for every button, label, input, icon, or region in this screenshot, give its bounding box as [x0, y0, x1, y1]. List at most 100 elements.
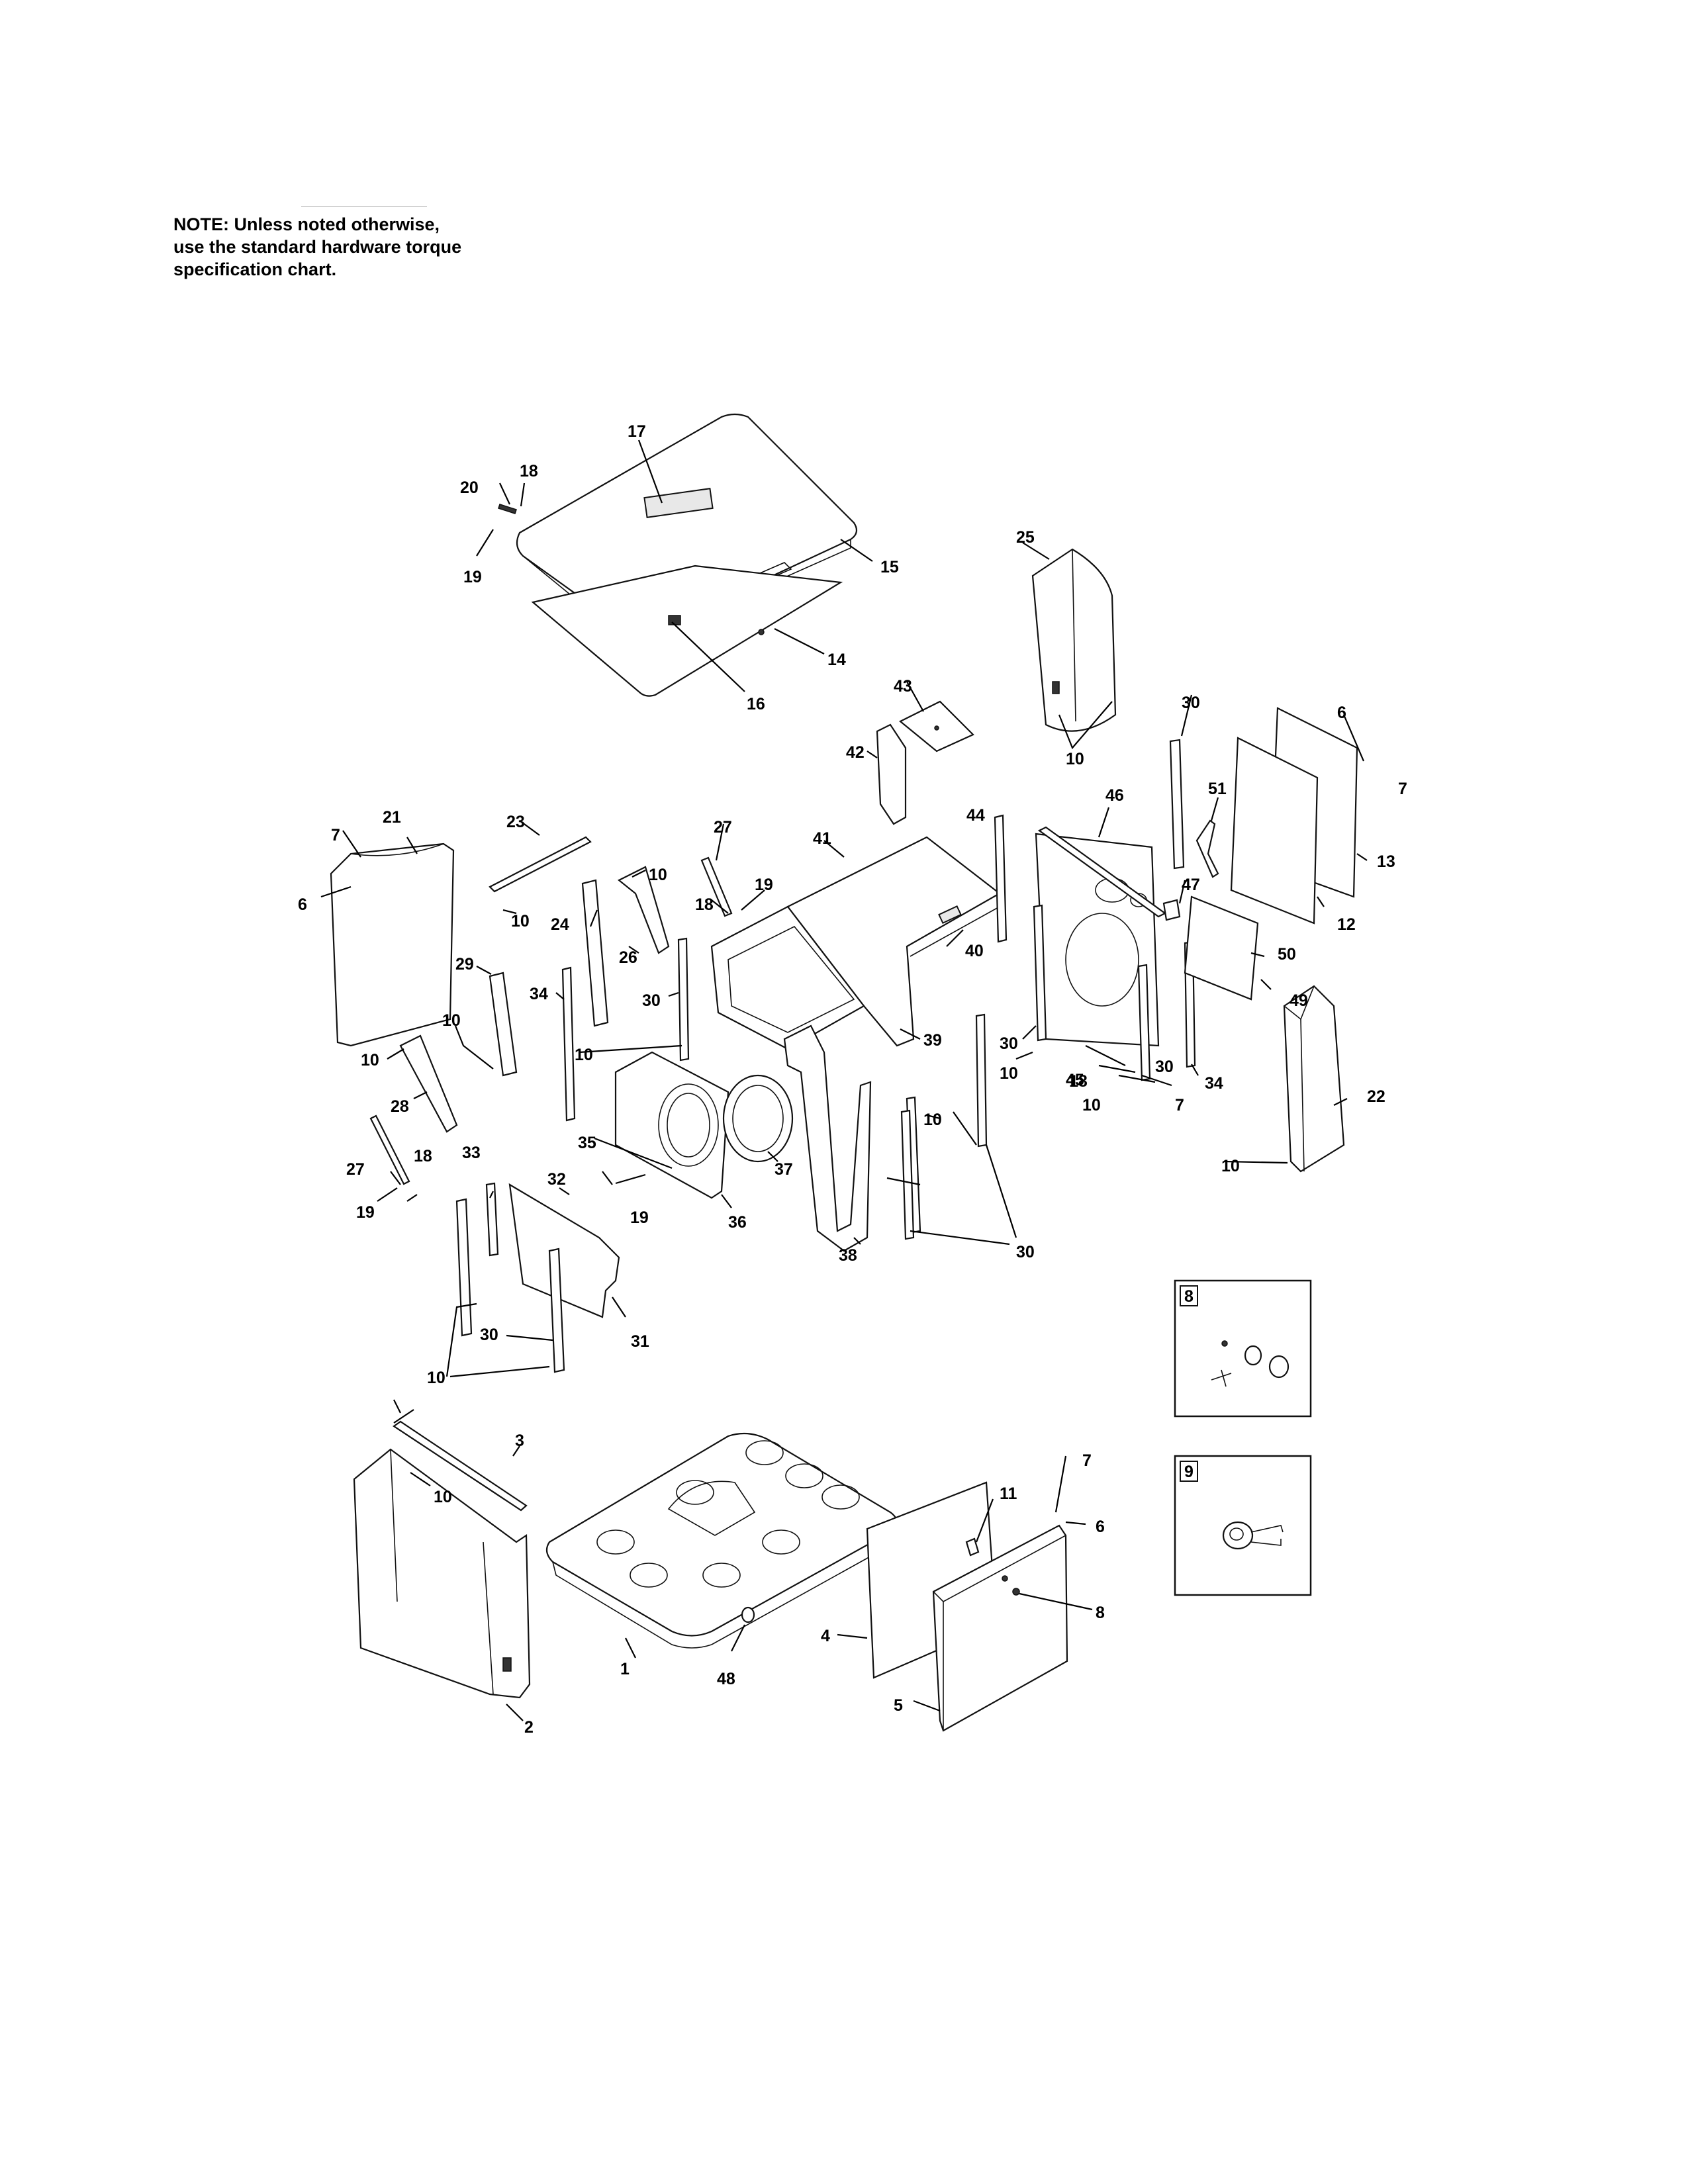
label-13: 13: [1377, 852, 1395, 871]
label-10-wrap: 10: [434, 1488, 452, 1506]
label-10-bracket-29: 10: [442, 1011, 461, 1030]
part-bracket-assembly-38: [783, 1024, 872, 1252]
label-19-center: 19: [755, 876, 773, 894]
label-10-mid: 10: [923, 1111, 942, 1129]
label-10-back-lower: 10: [1082, 1096, 1101, 1115]
label-3: 3: [515, 1432, 524, 1450]
label-10-center-left: 10: [575, 1046, 593, 1064]
part-bracket-29: [489, 972, 518, 1077]
label-10-corner-post: 10: [1066, 750, 1084, 768]
label-38: 38: [839, 1246, 857, 1265]
part-rail-3: [393, 1420, 528, 1512]
label-48: 48: [717, 1670, 735, 1688]
label-42: 42: [846, 743, 865, 762]
note-line-3: specification chart.: [173, 259, 337, 279]
part-panel-12: [1230, 737, 1319, 925]
label-12: 12: [1337, 915, 1356, 934]
part-top-panel: [531, 565, 843, 697]
label-34-right: 34: [1205, 1074, 1223, 1093]
label-6-right: 6: [1337, 704, 1346, 722]
part-panel-50: [1184, 895, 1259, 1001]
label-37: 37: [774, 1160, 793, 1179]
label-10-corner-panel: 10: [1221, 1157, 1240, 1175]
label-27-top: 27: [714, 818, 732, 837]
base-pan-openings: [596, 1440, 860, 1588]
note-line-2: use the standard hardware torque: [173, 237, 462, 257]
label-30-lower: 30: [480, 1326, 498, 1344]
inset-9-key: [1222, 1521, 1284, 1550]
label-30-top-right: 30: [1182, 694, 1200, 712]
label-10-bracket-26: 10: [649, 866, 667, 884]
label-30-back: 30: [1000, 1034, 1018, 1053]
inset-9-label: 9: [1184, 1463, 1194, 1481]
label-19-blower: 19: [630, 1208, 649, 1227]
label-29: 29: [455, 955, 474, 974]
label-36: 36: [728, 1213, 747, 1232]
part-panel-31: [508, 1183, 620, 1318]
label-31: 31: [631, 1332, 649, 1351]
label-23: 23: [506, 813, 525, 831]
part-strut-27-bottom: [369, 1115, 410, 1185]
label-7-back: 7: [1175, 1096, 1184, 1115]
label-51: 51: [1208, 780, 1227, 798]
label-18-center: 18: [695, 895, 714, 914]
label-34-left: 34: [530, 985, 548, 1003]
part-plug-48: [741, 1606, 755, 1623]
part-base-pan-1: [545, 1432, 898, 1649]
part-clip-11: [965, 1537, 980, 1557]
label-10-back: 10: [1000, 1064, 1018, 1083]
label-27-bottom: 27: [346, 1160, 365, 1179]
part-blower-ring-37: [722, 1074, 794, 1163]
part-channel-30-mid-b: [975, 1013, 988, 1148]
label-30-mid: 30: [1016, 1243, 1035, 1261]
part-number-callouts: 17 18 20 19 15 14 16 25 10 43 42 30 6 7 …: [298, 422, 1407, 1737]
label-7-door: 7: [1082, 1451, 1092, 1470]
label-33: 33: [462, 1144, 481, 1162]
part-corner-post-25: [1031, 548, 1117, 732]
part-channel-30-bottom-a: [900, 1109, 915, 1240]
label-25: 25: [1016, 528, 1035, 547]
part-channel-30-center: [677, 937, 690, 1062]
label-18-back: 18: [1069, 1072, 1088, 1091]
label-24: 24: [551, 915, 569, 934]
label-10-bracket-28: 10: [361, 1051, 379, 1069]
part-cabinet-39: [710, 836, 1001, 1050]
part-channel-30-top-right: [1169, 739, 1185, 870]
label-11: 11: [1000, 1484, 1017, 1503]
part-channel-30-lower-right: [548, 1248, 565, 1373]
label-46: 46: [1105, 786, 1124, 805]
label-7-right: 7: [1398, 780, 1407, 798]
part-corner-panel-22: [1283, 985, 1345, 1173]
hardware-torque-note: NOTE: Unless noted otherwise, use the st…: [173, 213, 461, 281]
label-40: 40: [965, 942, 984, 960]
label-10-rail: 10: [511, 912, 530, 931]
label-21: 21: [383, 808, 401, 827]
part-bracket-26: [617, 866, 670, 954]
note-line-1: NOTE: Unless noted otherwise,: [173, 214, 440, 234]
label-1: 1: [620, 1660, 630, 1678]
inset-8-label: 8: [1184, 1287, 1194, 1306]
part-plate-43: [898, 700, 974, 752]
inset-box-8: 8: [1174, 1279, 1312, 1418]
part-cabinet-wrap-2: [353, 1448, 531, 1699]
part-bracket-24: [581, 879, 609, 1027]
label-43: 43: [894, 677, 912, 696]
part-rail-23: [489, 836, 592, 893]
label-6-left: 6: [298, 895, 307, 914]
label-32: 32: [547, 1170, 566, 1189]
label-30-back-right: 30: [1155, 1058, 1174, 1076]
label-17: 17: [628, 422, 646, 441]
label-26: 26: [619, 948, 637, 967]
label-19-top: 19: [463, 568, 482, 586]
part-blower-housing-35: [614, 1051, 729, 1199]
part-bracket-51: [1196, 819, 1219, 878]
label-28: 28: [391, 1097, 409, 1116]
label-16: 16: [747, 695, 765, 713]
label-7-left: 7: [331, 826, 340, 844]
label-5: 5: [894, 1696, 903, 1715]
label-45: 45: [1066, 1071, 1084, 1089]
part-side-panel-21: [330, 842, 455, 1047]
label-20: 20: [460, 478, 479, 497]
part-channel-44: [994, 814, 1008, 943]
